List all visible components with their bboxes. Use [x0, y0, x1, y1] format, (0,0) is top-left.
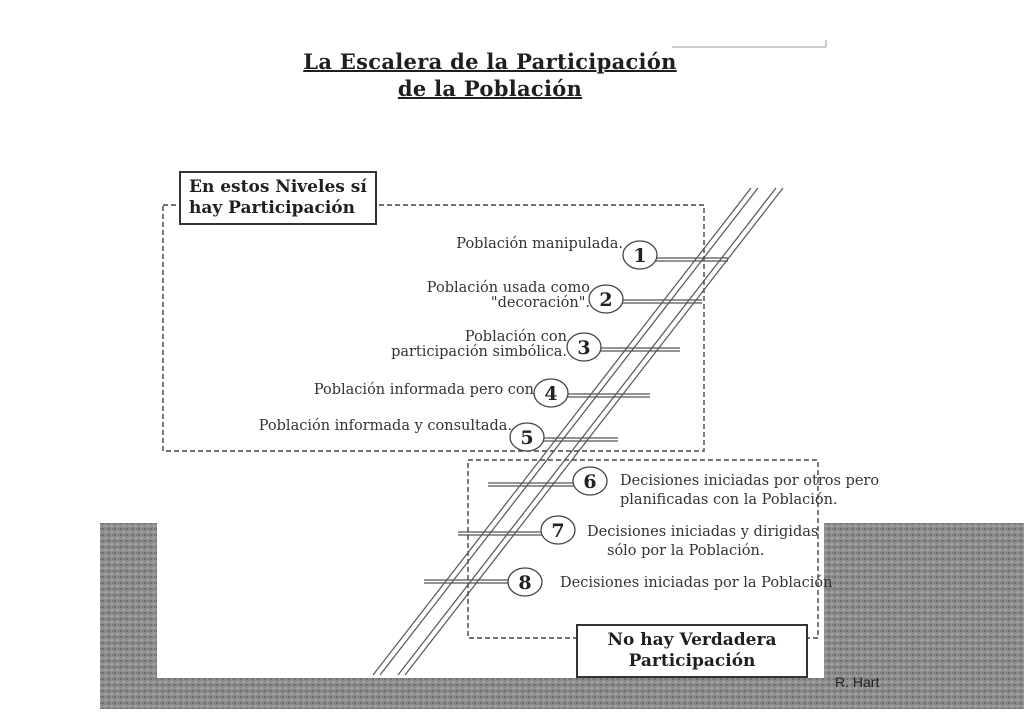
step-8-text: Población manipulada. [456, 237, 623, 252]
step-3-line-2: planificadas con la Población. [620, 492, 838, 508]
step-3-line-1: Decisiones iniciadas por otros pero [620, 473, 880, 489]
author-credit: R. Hart [835, 674, 880, 690]
step-4-number: 5 [520, 427, 533, 449]
step-5-circle [533, 378, 569, 408]
step-4-line-1: Población informada y consultada. [258, 418, 512, 434]
ladder [372, 187, 784, 676]
step-1-number: 8 [518, 572, 531, 594]
step-2-line-1: Decisiones iniciadas y dirigidas [587, 524, 819, 540]
step-circles [507, 240, 658, 597]
step-7-number: 2 [599, 289, 612, 311]
no-participation-label-line-2: Participación [628, 651, 756, 671]
ladder-rail-right [397, 187, 784, 676]
step-4-circle [509, 422, 545, 452]
participation-label-line-1: En estos Niveles sí [189, 177, 367, 197]
no-participation-box-label: No hay Verdadera Participación [576, 624, 808, 678]
step-8-number: 1 [633, 245, 646, 267]
ladder-rail-left [372, 187, 759, 676]
step-6-text: Población con participación simbólica. [391, 330, 567, 360]
step-2-number: 7 [551, 520, 564, 542]
step-2-line-2: sólo por la Población. [607, 543, 765, 559]
page-title: La Escalera de la Participación de la Po… [0, 48, 980, 102]
corner-mark [672, 40, 827, 48]
step-1-line-1: Decisiones iniciadas por la Población [560, 575, 833, 591]
step-6-line-2: participación simbólica. [391, 344, 567, 360]
step-6-circle [566, 332, 602, 362]
step-5-text: Población informada pero con [314, 383, 534, 398]
step-1-text: Decisiones iniciadas por la Población [560, 576, 832, 591]
step-6-number: 3 [577, 337, 590, 359]
step-7-text: Población usada como "decoración". [427, 281, 590, 311]
textured-background [100, 523, 1024, 709]
upper-dashed-box [162, 204, 705, 452]
step-5-line-1: Población informada pero con [313, 382, 534, 398]
step-5-number: 4 [544, 383, 557, 405]
title-line-1: La Escalera de la Participación [303, 49, 677, 74]
step-7-circle [588, 284, 624, 314]
step-8-circle [622, 240, 658, 270]
step-1-circle [507, 567, 543, 597]
title-line-2: de la Población [397, 76, 583, 101]
step-7-line-1: Población usada como [426, 280, 590, 296]
step-6-line-1: Población con [464, 329, 567, 345]
step-2-circle [540, 515, 576, 545]
step-2-text: Decisiones iniciadas y dirigidas sólo po… [587, 525, 818, 559]
participation-label-line-2: hay Participación [189, 198, 355, 218]
step-7-line-2: "decoración". [490, 295, 590, 311]
step-8-line-1: Población manipulada. [456, 236, 623, 252]
step-3-circle [572, 466, 608, 496]
step-3-number: 6 [583, 471, 596, 493]
no-participation-label-line-1: No hay Verdadera [607, 630, 777, 650]
step-4-text: Población informada y consultada. [259, 419, 512, 434]
step-3-text: Decisiones iniciadas por otros pero plan… [620, 474, 879, 508]
participation-box-label: En estos Niveles sí hay Participación [179, 171, 377, 225]
